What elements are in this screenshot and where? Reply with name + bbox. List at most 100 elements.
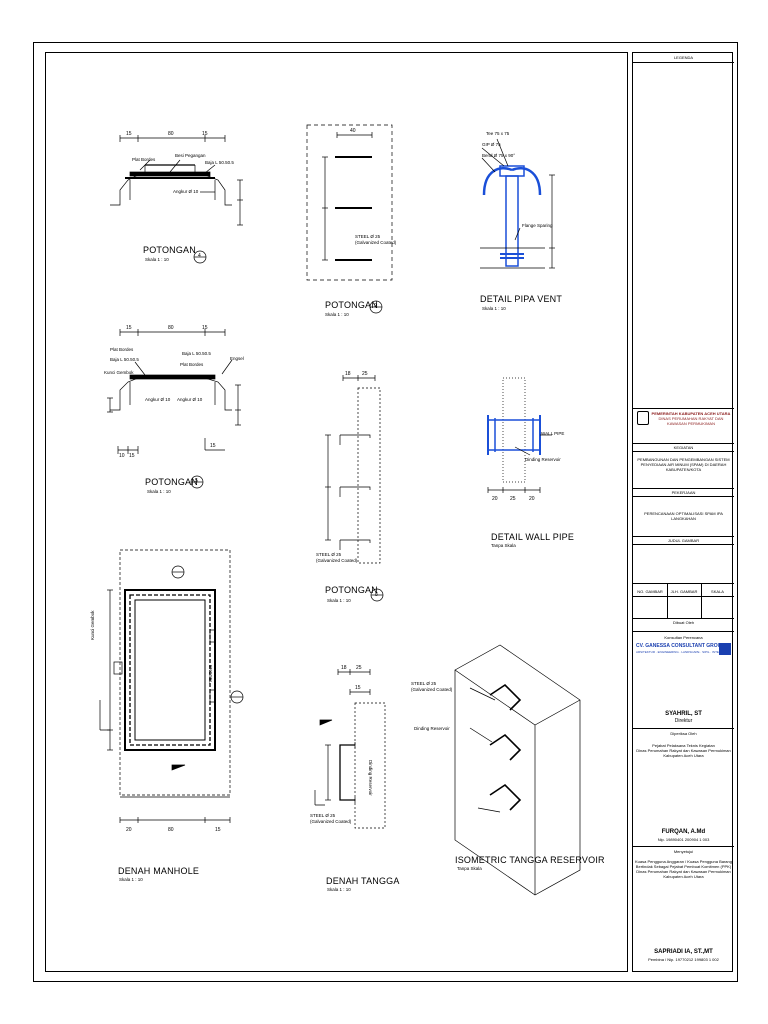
tangga-title: DENAH TANGGA: [326, 876, 400, 886]
svg-text:15: 15: [129, 453, 135, 459]
potongan-4-number: 4: [198, 253, 201, 259]
tangga-steel2-label: (Galvanized Coated): [310, 819, 352, 824]
potongan-8-number: 8: [375, 592, 378, 598]
pot5-plat-label: Plat Bordes: [110, 347, 134, 352]
iso-steel-label: STEEL Ø 25: [411, 681, 437, 686]
svg-text:10: 10: [119, 453, 125, 459]
director-name: SYAHRIL, ST: [665, 711, 702, 717]
svg-text:40: 40: [350, 128, 356, 134]
pekerjaan-label: PEKERJAAN: [671, 490, 696, 495]
svg-text:15: 15: [210, 443, 216, 449]
pot9-steel2-label: (Galvanized Coated): [355, 240, 397, 245]
judul-label: JUDUL GAMBAR: [667, 538, 700, 543]
iso-steel2-label: (Galvanized Coated): [411, 687, 453, 692]
pot5-angkur-label: Angkur Ø 10: [145, 397, 171, 402]
pptk-name: FURQAN, A.Md: [661, 829, 706, 835]
tangga-dinding-label: Dinding Reservoir: [368, 760, 373, 796]
pipa-vent-title: DETAIL PIPA VENT: [480, 294, 563, 304]
potongan-8-scale: Skala 1 : 10: [327, 598, 351, 603]
kpa-name: SAPRIADI IA, ST.,MT: [654, 949, 713, 955]
wall-pipe-scale: Tanpa Skala: [491, 543, 516, 548]
pptk-line3: Kabupaten Aceh Utara: [663, 753, 704, 758]
pipa-flange-label: Flange Sparing: [522, 223, 553, 228]
skala-label: SKALA: [711, 589, 724, 594]
potongan-4-drawing: [110, 135, 243, 264]
legenda-label: LEGENDA: [673, 55, 694, 60]
isometric-title: ISOMETRIC TANGGA RESERVOIR: [455, 855, 605, 865]
svg-text:80: 80: [168, 827, 174, 833]
pot5-angkur2-label: Angkur Ø 10: [177, 397, 203, 402]
dibuat-oleh-label: Dibuat Oleh: [672, 620, 695, 625]
svg-text:80: 80: [168, 131, 174, 137]
wall-dinding-label: Dinding Reservoir: [525, 457, 561, 462]
pptk-line1: Pejabat Pelaksana Teknis Kegiatan: [652, 743, 715, 748]
tangga-drawing: [314, 669, 386, 829]
manhole-engsel-label: ENGSEL: [208, 665, 213, 684]
svg-text:25: 25: [362, 371, 368, 377]
svg-text:25: 25: [356, 665, 362, 671]
pptk-line2: Dinas Perumahan Rakyat dan Kawasan Permu…: [636, 748, 731, 753]
svg-text:18: 18: [345, 371, 351, 377]
pot4-plat-label: Plat Bordes: [132, 157, 156, 162]
potongan-9-drawing: [306, 124, 393, 314]
pipa-tee-label: Tee 75 x 75: [486, 131, 510, 136]
svg-text:15: 15: [202, 131, 208, 137]
svg-text:15: 15: [202, 325, 208, 331]
tangga-scale: Skala 1 : 10: [327, 887, 351, 892]
potongan-8-title: POTONGAN: [325, 585, 378, 595]
no-gambar-label: NO. GAMBAR: [637, 589, 663, 594]
kpa-line1: Kuasa Pengguna Anggaran / Kuasa Pengguna…: [635, 859, 732, 864]
svg-text:15: 15: [355, 685, 361, 691]
agency-line1: PEMERINTAH KABUPATEN ACEH UTARA: [651, 411, 731, 416]
potongan-4-scale: Skala 1 : 10: [145, 257, 169, 262]
pot4-angkur-label: Angkur Ø 10: [173, 189, 199, 194]
isometric-scale: Tanpa Skala: [457, 866, 482, 871]
svg-text:18: 18: [341, 665, 347, 671]
jlh-gambar-label: JLH. GAMBAR: [670, 589, 698, 594]
kpa-line3: Dinas Perumahan Rakyat dan Kawasan Permu…: [636, 869, 731, 874]
potongan-8-drawing: [325, 375, 384, 602]
wall-pipe-drawing: [487, 377, 552, 493]
manhole-drawing: [99, 549, 244, 823]
konsultan-label: Konsultan Perencana: [664, 635, 703, 640]
pot5-plat2-label: Plat Bordes: [180, 362, 204, 367]
svg-text:25: 25: [510, 496, 516, 502]
potongan-5-drawing: [107, 329, 241, 489]
kegiatan-label: KEGIATAN: [673, 445, 694, 450]
potongan-9-number: 9: [374, 303, 377, 309]
company-logo-icon: [719, 643, 731, 655]
tangga-steel-label: STEEL Ø 25: [310, 813, 336, 818]
kpa-line2: Bertindak Sebagai Pejabat Pembuat Komitm…: [635, 864, 732, 869]
svg-text:20: 20: [492, 496, 498, 502]
agency-logo-icon: [637, 411, 649, 425]
pot5-engsel-label: Engsel: [230, 356, 244, 361]
svg-text:15: 15: [126, 131, 132, 137]
potongan-4-title: POTONGAN: [143, 245, 196, 255]
svg-text:20: 20: [529, 496, 535, 502]
manhole-kunci-label: Kunci Gembok: [90, 610, 95, 640]
pot5-baja-label: Baja L 50.50.5: [110, 357, 139, 362]
potongan-5-scale: Skala 1 : 10: [147, 489, 171, 494]
drawing-frame: [45, 52, 628, 972]
pekerjaan-text: PERENCANAAN OPTIMALISASI SPAM IPA LANGKA…: [644, 511, 723, 521]
agency-line2: DINAS PERUMAHAN RAKYAT DAN KAWASAN PERMU…: [658, 416, 724, 426]
svg-text:80: 80: [168, 325, 174, 331]
pipa-vent-drawing: [480, 138, 555, 269]
diperiksa-label: Diperiksa Oleh: [670, 731, 697, 736]
potongan-5-title: POTONGAN: [145, 477, 198, 487]
drawing-sheet: [33, 42, 738, 982]
manhole-scale: Skala 1 : 10: [119, 877, 143, 882]
manhole-title: DENAH MANHOLE: [118, 866, 200, 876]
pot9-steel-label: STEEL Ø 25: [355, 234, 381, 239]
potongan-5-number: 5: [195, 478, 198, 484]
wall-pipe-label: WALL PIPE: [541, 431, 565, 436]
kegiatan-text: PEMBANGUNAN DAN PENGEMBANGAN SISTEM PENY…: [637, 457, 730, 472]
iso-dinding-label: Dinding Reservoir: [414, 726, 450, 731]
wall-pipe-title: DETAIL WALL PIPE: [491, 532, 575, 542]
potongan-9-scale: Skala 1 : 10: [325, 312, 349, 317]
pot8-steel-label: STEEL Ø 25: [316, 552, 342, 557]
kpa-nip: Pembina / Nip. 19770212 199803 1 002: [648, 957, 719, 962]
pot5-kunci-label: Kunci Gembok: [104, 370, 134, 375]
agency-header: PEMERINTAH KABUPATEN ACEH UTARA DINAS PE…: [633, 411, 734, 441]
